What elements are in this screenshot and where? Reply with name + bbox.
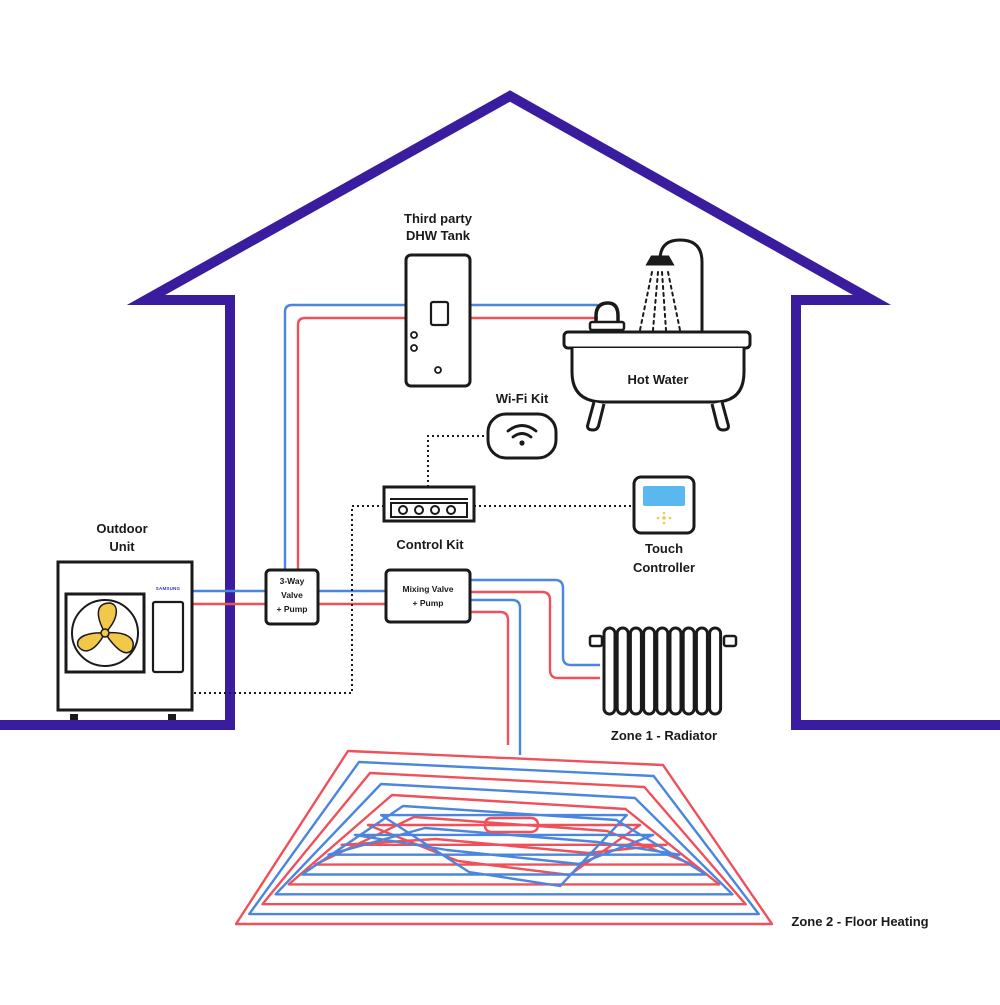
zone2-label: Zone 2 - Floor Heating (791, 914, 928, 929)
touch-controller-icon (632, 475, 696, 535)
three-way-valve-box: 3-Way Valve + Pump (264, 568, 320, 626)
dhw-pipes (283, 303, 598, 570)
water-tank-icon (404, 253, 472, 388)
outdoor-unit-label-2: Unit (109, 539, 135, 554)
outdoor-unit-label-1: Outdoor (96, 521, 147, 536)
three-way-valve-label-2: Valve (281, 590, 303, 600)
radiator-pipes (470, 578, 600, 680)
radiator-fin (602, 626, 617, 716)
touch-controller-label-2: Controller (633, 560, 695, 575)
radiator-fin (628, 626, 643, 716)
radiator-fin (668, 626, 683, 716)
control-kit-label: Control Kit (396, 537, 464, 552)
bathtub-icon (562, 301, 752, 432)
radiator-hot-pipe (470, 590, 600, 680)
dhw-tank-label-1: Third party (404, 211, 473, 226)
control-wires (192, 435, 634, 694)
brand-text: SAMSUNG (156, 586, 181, 591)
zone1-label: Zone 1 - Radiator (611, 728, 717, 743)
shower-icon (639, 238, 704, 334)
three-way-valve-label-1: 3-Way (280, 576, 305, 586)
radiator-fin (642, 626, 657, 716)
wifi-kit-label: Wi-Fi Kit (496, 391, 549, 406)
dhw-tank-label-2: DHW Tank (406, 228, 471, 243)
hot-water-label: Hot Water (628, 372, 689, 387)
floor-feed-red (470, 610, 510, 745)
floor-heating-coil (234, 749, 774, 926)
control-kit-icon (382, 485, 476, 523)
floor-feed-pipes (470, 598, 522, 755)
floor-feed-blue (470, 598, 522, 755)
wifi-wire (427, 435, 488, 487)
wifi-icon (486, 412, 558, 460)
fan-icon (71, 599, 139, 667)
radiator-icon (588, 626, 738, 716)
radiator-fin (681, 626, 696, 716)
touch-controller-label-1: Touch (645, 541, 683, 556)
radiator-cold-pipe (470, 578, 600, 667)
radiator-fin (655, 626, 670, 716)
mixing-valve-label-2: + Pump (413, 598, 444, 608)
dhw-hot-pipe (296, 316, 406, 570)
mixing-valve-box: Mixing Valve + Pump (384, 568, 472, 624)
dhw-cold-pipe (283, 303, 406, 570)
outdoor-wire (192, 505, 384, 694)
radiator-fin (708, 626, 723, 716)
mixing-valve-label-1: Mixing Valve (402, 584, 453, 594)
house-outline (0, 90, 1000, 730)
floor-center-loop (483, 816, 540, 834)
radiator-fin (615, 626, 630, 716)
three-way-valve-label-3: + Pump (277, 604, 308, 614)
radiator-fin (694, 626, 709, 716)
outdoor-unit-icon: SAMSUNG (56, 560, 194, 720)
